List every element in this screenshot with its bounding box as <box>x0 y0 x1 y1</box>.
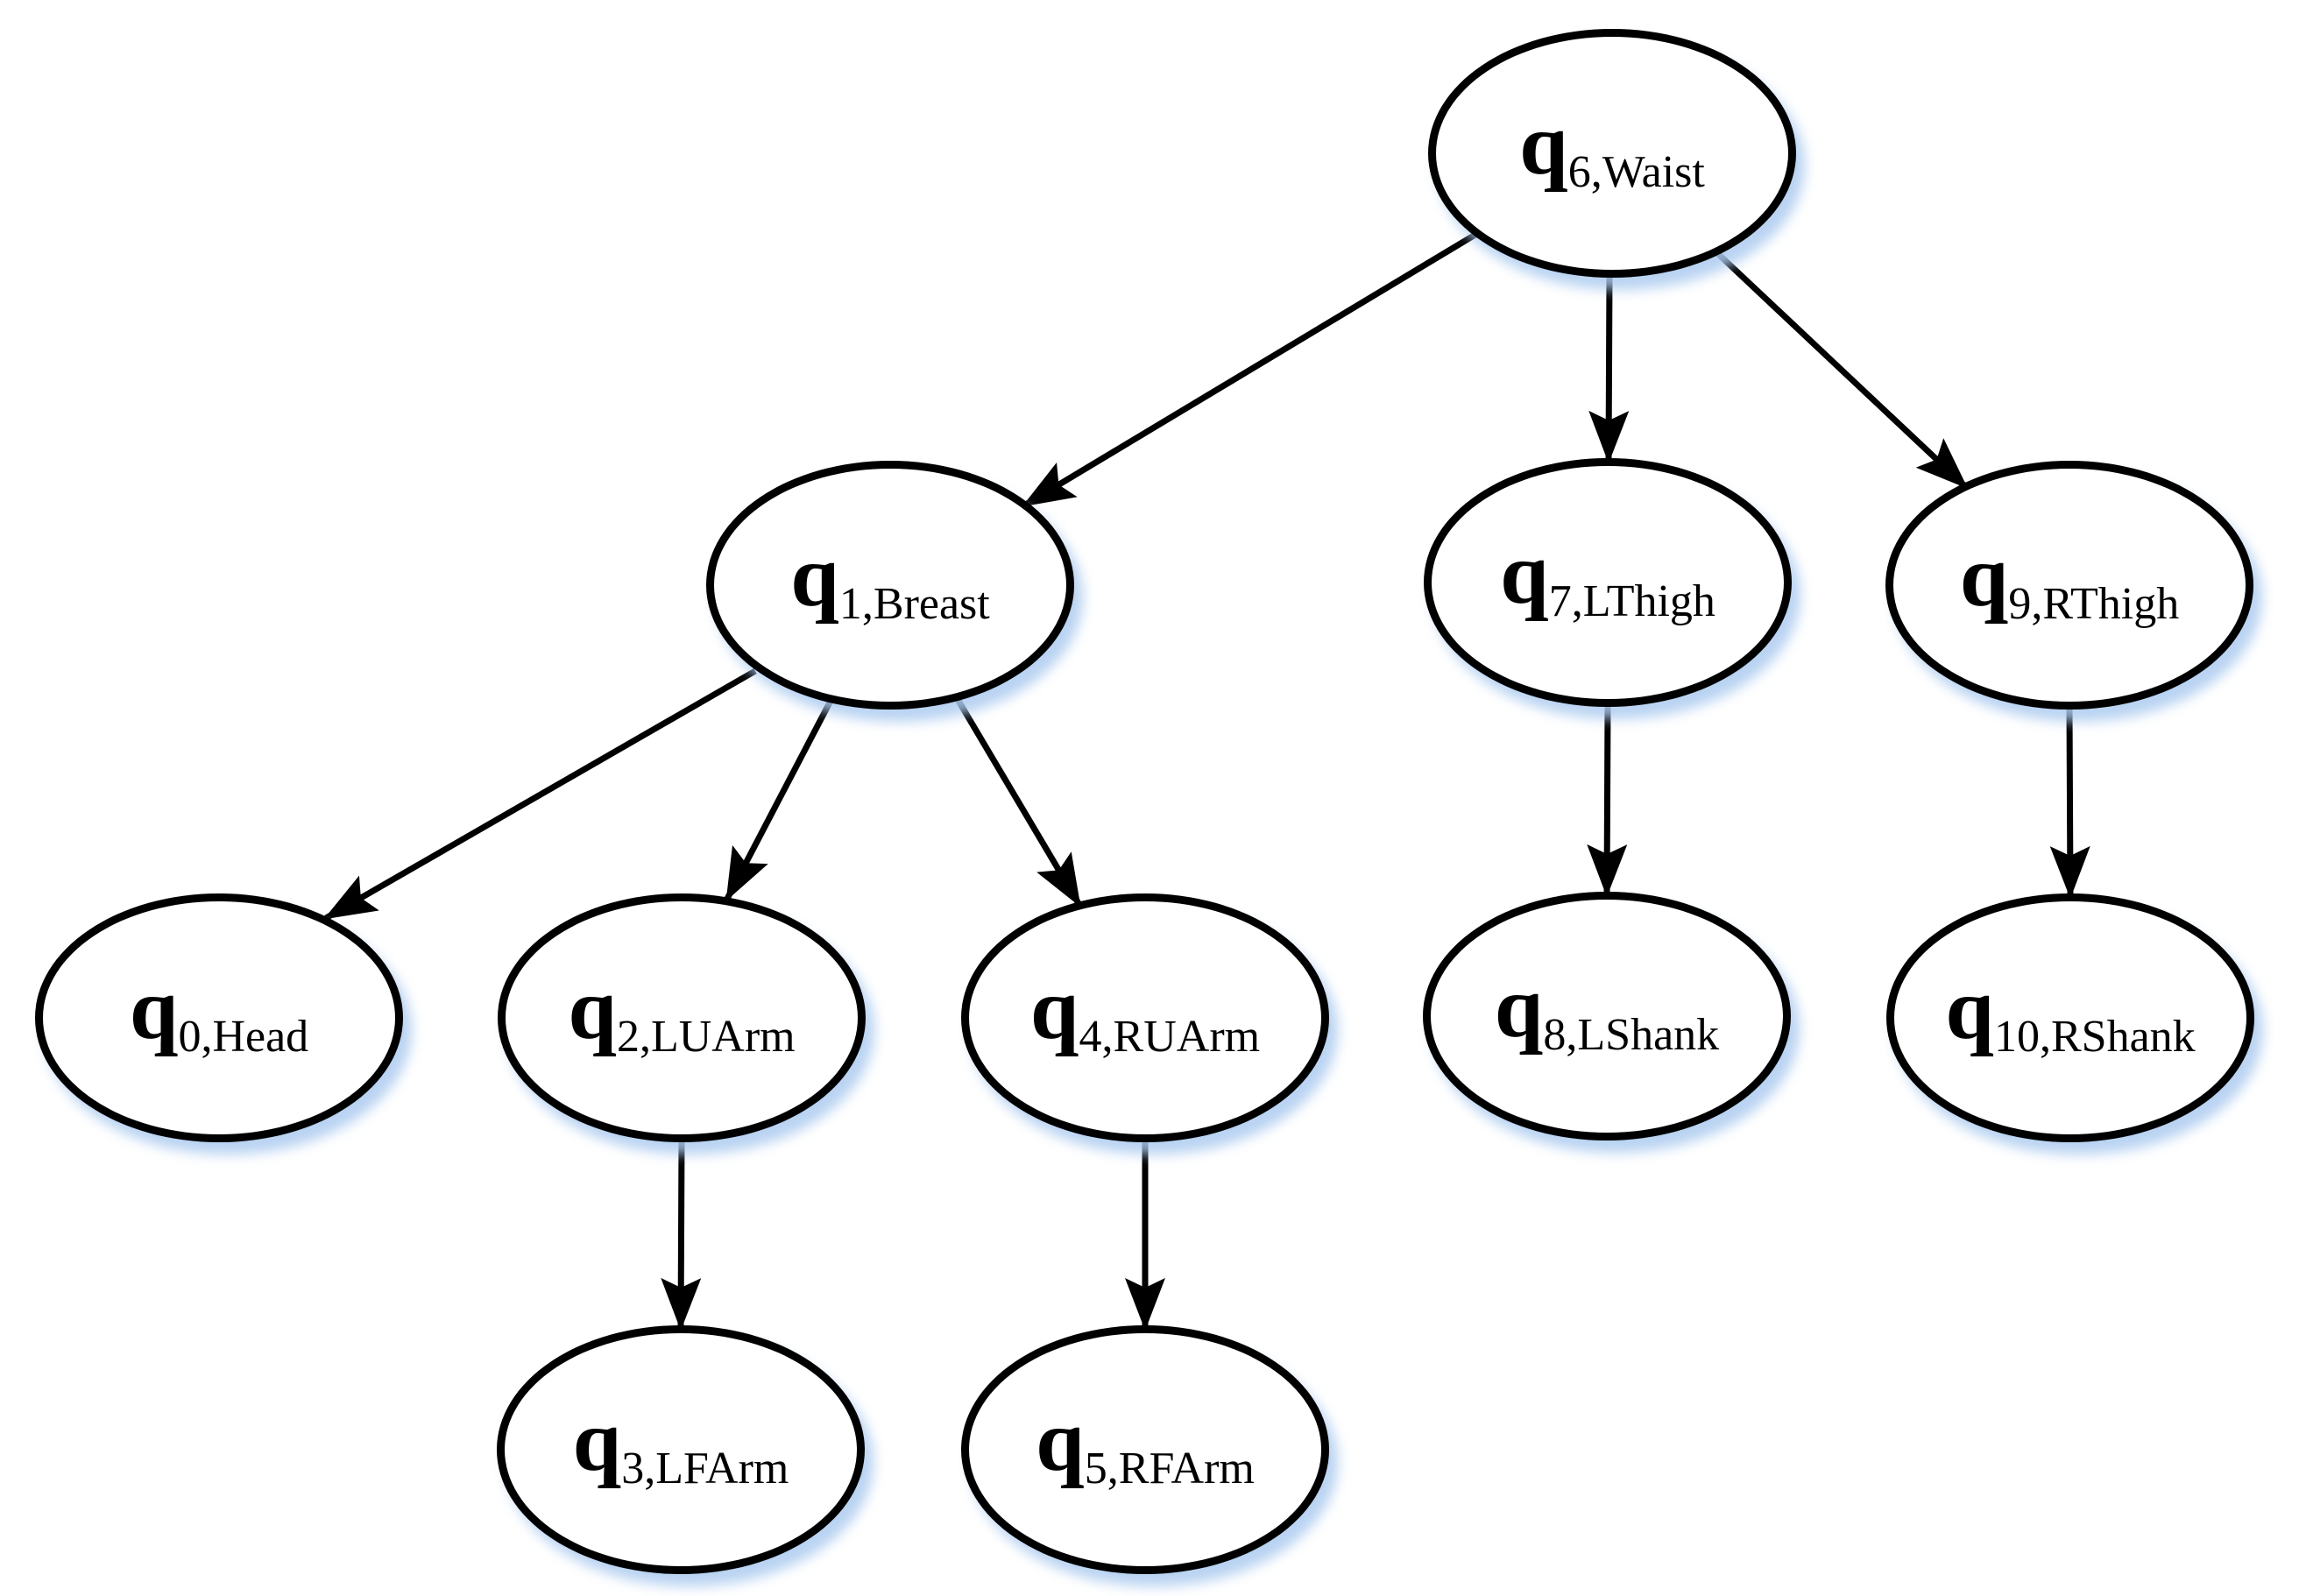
node-subscript: 2,LUArm <box>616 1012 796 1062</box>
node-subscript: 6,Waist <box>1567 147 1705 197</box>
node-subscript: 10,RShank <box>1993 1012 2196 1062</box>
node-subscript: 3,LFArm <box>621 1444 789 1494</box>
node-subscript: 5,RFArm <box>1084 1444 1255 1494</box>
edge-q6-q1 <box>1022 230 1480 509</box>
node-symbol: q <box>790 527 839 625</box>
node-subscript: 0,Head <box>178 1012 309 1062</box>
edge-q9-q10 <box>2049 706 2090 899</box>
edge-q1-q4 <box>952 695 1083 907</box>
node-symbol: q <box>1959 527 2009 625</box>
node-symbol: q <box>1494 958 1544 1056</box>
node-symbol: q <box>568 960 617 1057</box>
node-subscript: 8,LShank <box>1543 1010 1720 1060</box>
edge-q6-q9 <box>1713 249 1969 490</box>
node-subscript: 1,Breast <box>838 579 990 629</box>
node-symbol: q <box>572 1392 622 1489</box>
node-subscript: 9,RThigh <box>2008 579 2180 629</box>
node-symbol: q <box>1029 960 1079 1057</box>
node-subscript: 7,LThigh <box>1548 576 1715 626</box>
edge-q2-q3 <box>661 1139 702 1331</box>
node-symbol: q <box>1036 1392 1085 1489</box>
edge-q1-q2 <box>724 699 834 901</box>
node-symbol: q <box>1945 960 1994 1057</box>
node-symbol: q <box>129 960 179 1057</box>
node-subscript: 4,RUArm <box>1079 1012 1261 1062</box>
edge-q1-q0 <box>323 667 757 922</box>
node-symbol: q <box>1500 525 1549 622</box>
node-symbol: q <box>1519 95 1568 193</box>
edge-q7-q8 <box>1587 703 1628 897</box>
